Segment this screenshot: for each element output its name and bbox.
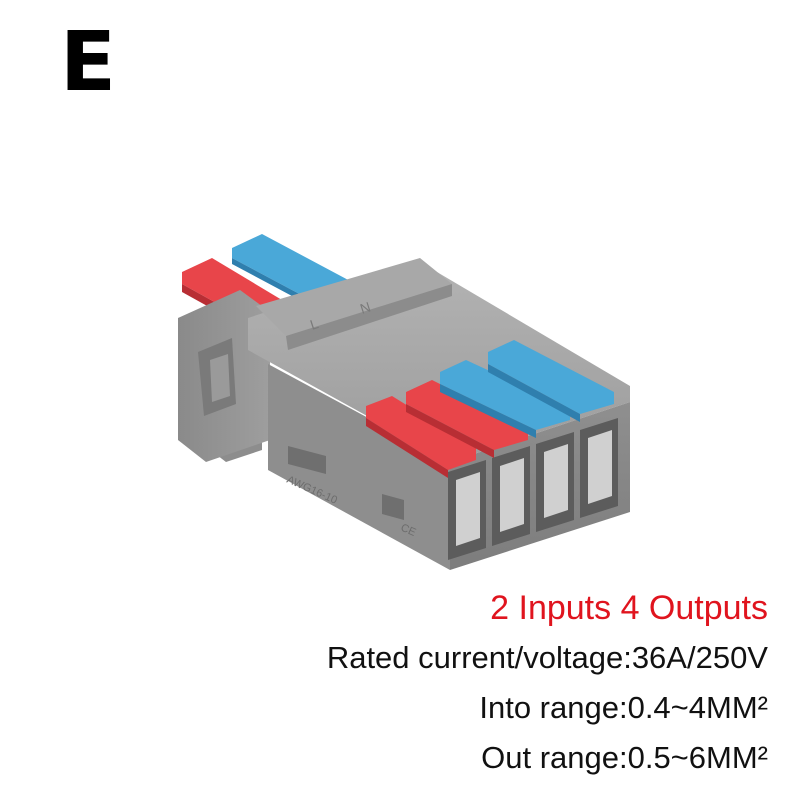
spec-block: 2 Inputs 4 Outputs Rated current/voltage… [327,586,768,786]
spec-rated: Rated current/voltage:36A/250V [326,640,768,675]
output-lever-2 [406,380,528,458]
spec-headline: 2 Inputs 4 Outputs [490,589,768,627]
spec-out-range: Out range:0.5~6MM² [481,740,768,775]
wire-hole-4 [580,418,618,518]
wire-hole-1 [448,460,486,560]
rear-mark-right: N [358,299,373,317]
spec-into-range: Into range:0.4~4MM² [479,690,768,725]
wire-entry-holes [448,418,618,560]
output-lever-3 [440,360,570,438]
output-lever-1 [366,396,476,478]
wire-hole-3 [536,432,574,532]
side-block [178,290,270,462]
wire-hole-2 [492,446,530,546]
connector-photo: L N AWG16-10 CE [178,234,630,570]
embossed-mark: CE [399,522,418,539]
output-lever-4 [488,340,614,422]
variant-letter: E [60,15,117,110]
